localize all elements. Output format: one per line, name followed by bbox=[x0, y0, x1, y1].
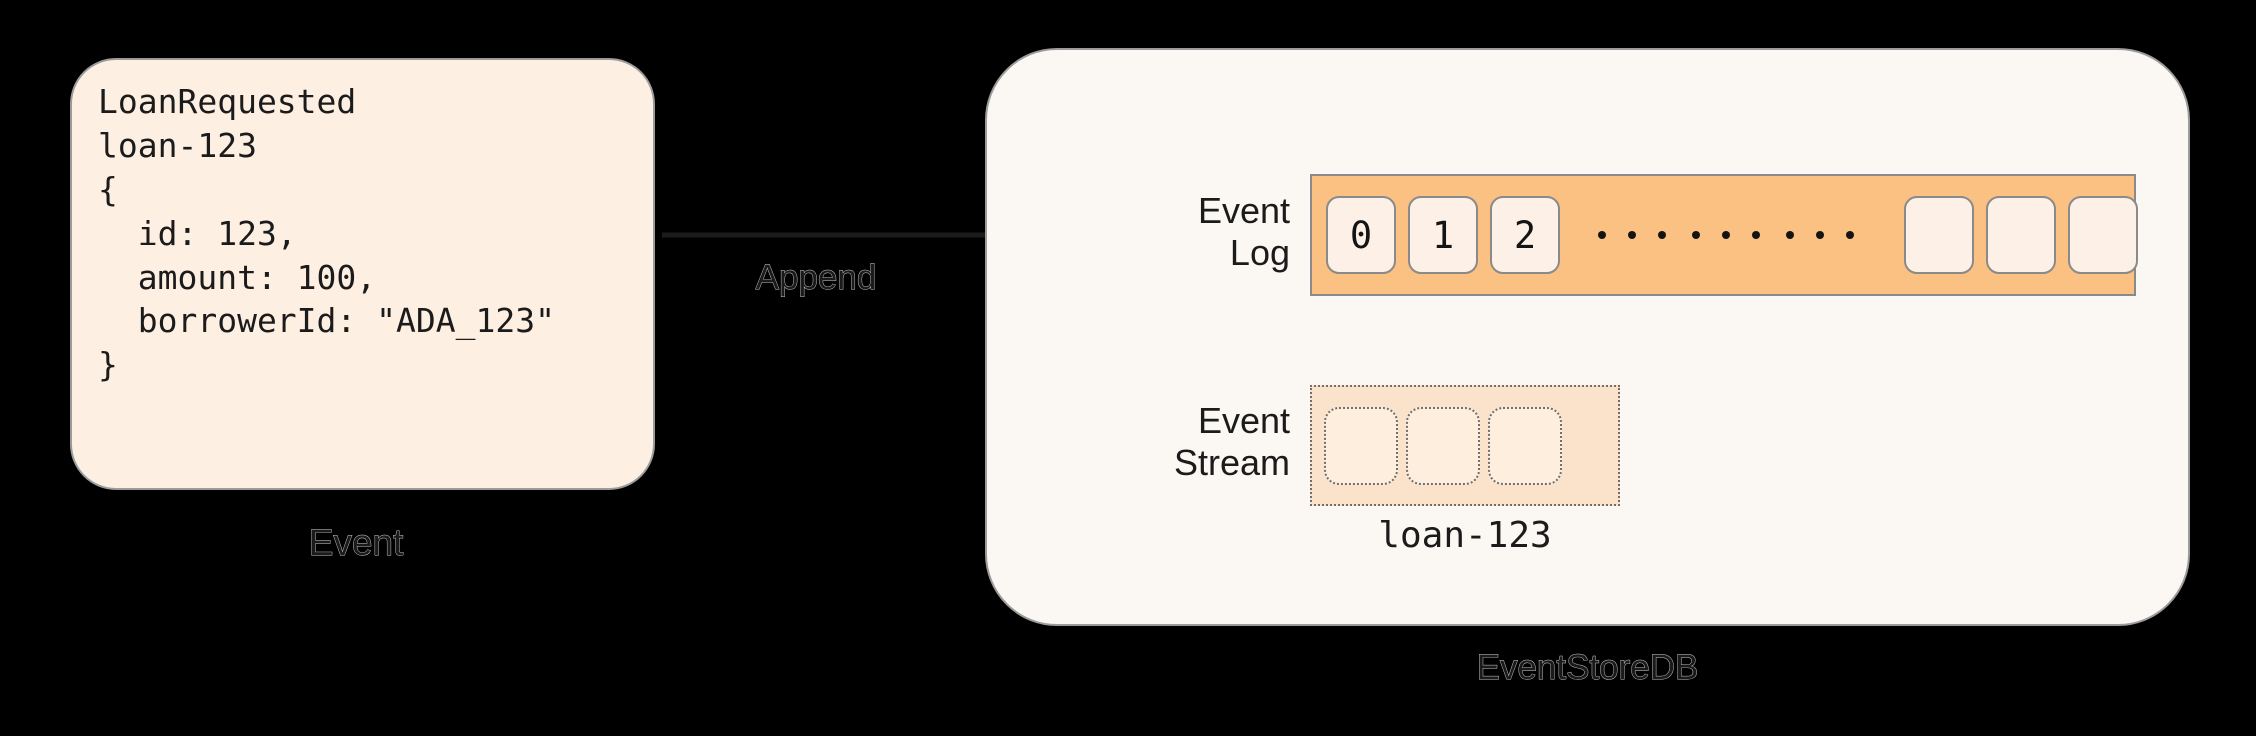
ellipsis-dot bbox=[1598, 231, 1606, 239]
ellipsis-dot-group bbox=[1692, 231, 1760, 239]
event-log-ellipsis bbox=[1598, 231, 1854, 239]
append-arrow-label: Append bbox=[755, 258, 877, 298]
ellipsis-dot bbox=[1692, 231, 1700, 239]
event-payload-text: LoanRequested loan-123 { id: 123, amount… bbox=[98, 82, 555, 385]
ellipsis-dot bbox=[1658, 231, 1666, 239]
event-stream-name: loan-123 bbox=[1378, 515, 1552, 556]
event-stream-cell bbox=[1324, 406, 1398, 485]
ellipsis-dot bbox=[1752, 231, 1760, 239]
event-log-cell: 0 bbox=[1326, 196, 1396, 274]
event-log-bar: 0 1 2 bbox=[1310, 174, 2138, 296]
eventstoredb-caption: EventStoreDB bbox=[1476, 648, 1699, 688]
ellipsis-dot-group bbox=[1786, 231, 1854, 239]
ellipsis-dot bbox=[1846, 231, 1854, 239]
ellipsis-dot bbox=[1628, 231, 1636, 239]
event-stream-cell bbox=[1406, 406, 1480, 485]
event-card: LoanRequested loan-123 { id: 123, amount… bbox=[70, 58, 655, 490]
event-log-cell-empty bbox=[2068, 196, 2138, 274]
event-stream-box bbox=[1310, 385, 1620, 506]
ellipsis-dot bbox=[1722, 231, 1730, 239]
event-log-cell-empty bbox=[1986, 196, 2056, 274]
event-log-cell: 1 bbox=[1408, 196, 1478, 274]
event-stream-label: Event Stream bbox=[1173, 400, 1290, 484]
event-log-label: Event Log bbox=[1197, 190, 1290, 274]
ellipsis-dot bbox=[1786, 231, 1794, 239]
event-log-cell: 2 bbox=[1490, 196, 1560, 274]
event-log-cell-empty bbox=[1904, 196, 1974, 274]
event-card-caption: Event bbox=[308, 522, 404, 564]
ellipsis-dot bbox=[1816, 231, 1824, 239]
ellipsis-dot-group bbox=[1598, 231, 1666, 239]
event-stream-cell bbox=[1488, 406, 1562, 485]
eventstoredb-card bbox=[985, 48, 2190, 626]
